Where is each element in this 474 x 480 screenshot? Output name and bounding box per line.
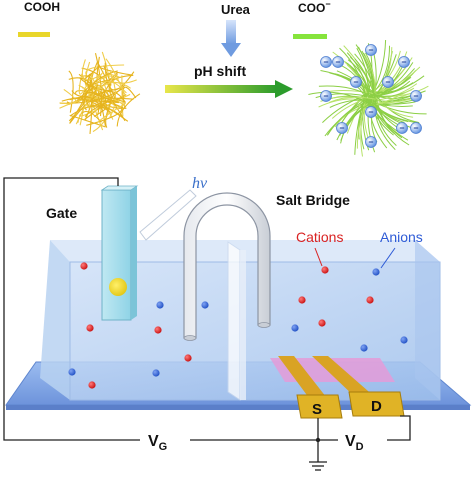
cation-dot [321,266,329,274]
yellow-fiber-strand [59,88,77,105]
yellow-fiber-strand [87,66,119,103]
light-beam [139,189,197,241]
green-fiber-strand [371,102,415,123]
yellow-fiber-strand [84,72,97,90]
yellow-fiber-ball [59,51,141,134]
green-fiber-strand [373,45,391,93]
green-fiber-strand [318,85,371,97]
yellow-fiber-strand [96,102,126,124]
ph-shift-label: pH shift [194,63,246,79]
source-pad [296,394,343,419]
yellow-fiber-strand [69,114,106,128]
green-fiber-strand [356,47,369,94]
salt-bridge [183,192,271,341]
cation-dot [80,262,88,270]
yellow-fiber-strand [105,100,112,128]
green-fiber-strand [347,59,370,102]
green-fiber-strand [366,82,414,94]
source-electrode-strip [278,356,330,402]
anion-dot [291,324,299,332]
coo-bar [293,34,327,39]
cation-dot [154,326,162,334]
circuit-wires [3,177,411,462]
gate-electrode [100,185,139,321]
cations-label: Cations [296,229,343,245]
cooh-label: COOH [24,0,60,14]
anion-dot [400,336,408,344]
yellow-fiber-strand [75,81,131,125]
urea-label: Urea [221,2,251,17]
yellow-fiber-strand [84,85,98,120]
anions-label: Anions [380,229,423,245]
yellow-fiber-strand [68,77,106,127]
urea-arrow [221,20,241,57]
light-label: hν [192,175,208,192]
gate-voltage-label: VG [148,433,167,453]
gate-gel-sun [109,278,127,296]
anion-dot [372,268,380,276]
cooh-bar [18,32,50,37]
drain-label: D [371,398,382,415]
coo-label: COO− [298,0,331,15]
cation-dot [298,296,306,304]
yellow-fiber-strand [68,70,74,113]
green-fiber-strand [326,93,377,136]
yellow-fiber-strand [105,58,126,97]
yellow-fiber-strand [94,52,102,117]
ions-group [68,262,408,389]
anion-dot [360,344,368,352]
yellow-fiber-strand [92,75,119,91]
yellow-fiber-strand [102,100,124,112]
cation-dot [366,296,374,304]
cation-dot [88,381,96,389]
green-fiber-strand [308,91,371,105]
green-fiber-strand [376,87,415,106]
drain-voltage-label: VD [345,433,364,453]
yellow-fiber-strand [96,84,126,122]
green-fiber-strand [376,96,420,124]
cation-dot [184,354,192,362]
yellow-fiber-strand [97,62,112,86]
drain-electrode-strip [312,356,376,398]
cation-dot [318,319,326,327]
green-ball-anions [320,44,422,148]
yellow-fiber-strand [121,75,124,117]
device: S D Gate hν Salt [3,175,472,471]
yellow-fiber-strand [97,64,133,76]
yellow-fiber-strand [78,77,122,91]
yellow-fiber-strand [61,96,100,115]
yellow-fiber-strand [81,59,102,81]
green-fiber-strand [367,101,413,107]
green-fiber-strand [374,101,405,123]
anion-dot [68,368,76,376]
anion-dot [156,301,164,309]
green-fiber-strand [365,55,376,93]
green-fiber-strand [371,75,425,97]
tank-divider [227,241,241,401]
yellow-fiber-strand [86,107,123,126]
top-scheme: COOH Urea pH shift COO− [18,0,429,157]
yellow-fiber-strand [59,96,127,109]
ph-shift-arrow [165,80,293,98]
green-fiber-strand [329,99,377,108]
source-label: S [312,401,322,418]
green-fiber-strand [328,96,376,103]
yellow-fiber-strand [84,101,109,118]
yellow-fiber-strand [116,93,141,127]
tank-left-wall [40,240,70,400]
yellow-fiber-strand [109,71,117,118]
anion-dot [201,301,209,309]
anion-dot [152,369,160,377]
salt-bridge-label: Salt Bridge [276,192,350,208]
gate-label: Gate [46,205,77,221]
ground-symbol [309,461,327,471]
cation-dot [86,324,94,332]
yellow-fiber-strand [84,61,104,87]
